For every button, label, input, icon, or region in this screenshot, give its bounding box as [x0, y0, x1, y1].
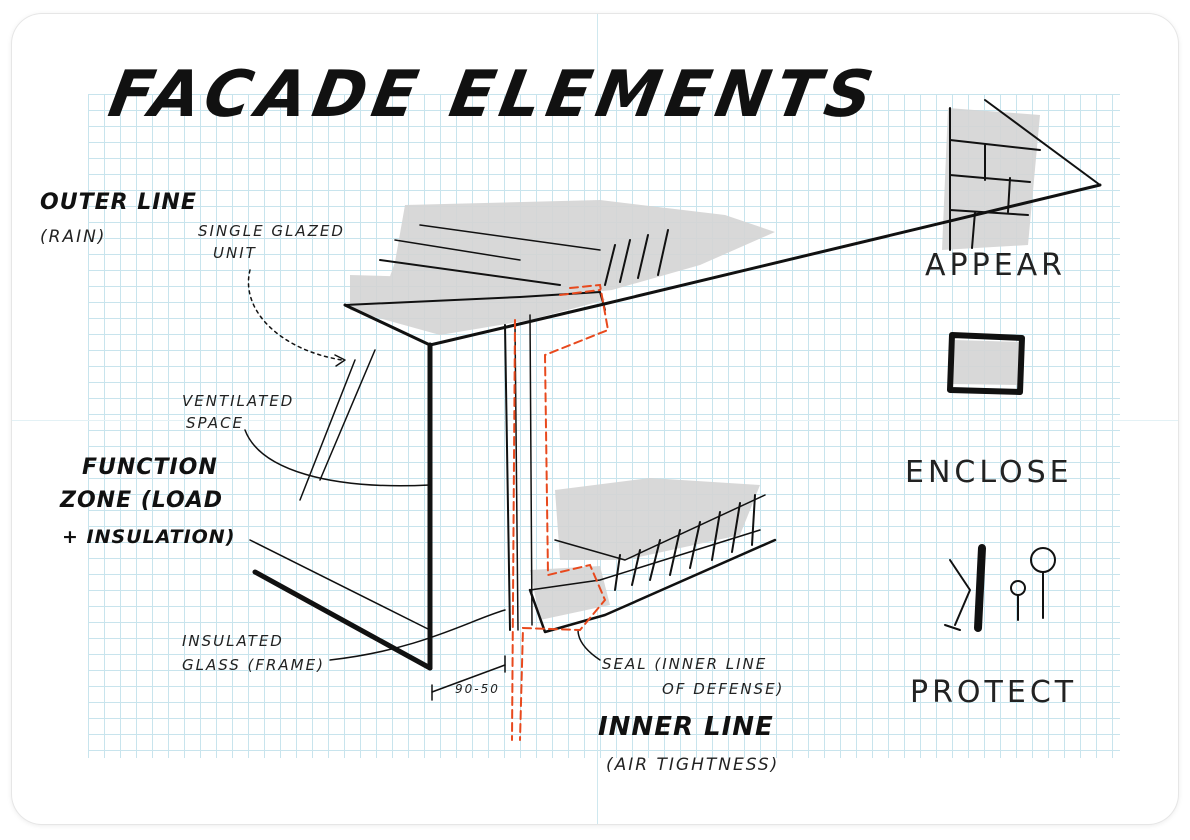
page-fold-vertical: [597, 14, 598, 824]
enclose-label: ENCLOSE: [905, 455, 1073, 490]
single-glazed-label-1: SINGLE GLAZED: [198, 222, 345, 240]
page-title: FACADE ELEMENTS: [103, 58, 885, 132]
page-fold-horizontal: [12, 420, 1178, 421]
ventilated-label-2: SPACE: [186, 414, 245, 432]
function-zone-label-3: + INSULATION): [62, 526, 236, 548]
function-zone-label-1: FUNCTION: [82, 455, 218, 480]
single-glazed-label-2: UNIT: [213, 244, 257, 262]
function-zone-label-2: ZONE (LOAD: [60, 488, 224, 513]
inner-line-sub: (AIR TIGHTNESS): [606, 755, 780, 775]
insulated-glass-label-2: GLASS (FRAME): [182, 656, 325, 674]
seal-label-1: SEAL (INNER LINE: [602, 655, 768, 673]
outer-line-sub: (RAIN): [40, 227, 107, 247]
protect-label: PROTECT: [910, 675, 1078, 710]
appear-label: APPEAR: [925, 248, 1067, 283]
dimension-label: 90-50: [455, 682, 500, 696]
insulated-glass-label-1: INSULATED: [182, 632, 284, 650]
seal-label-2: OF DEFENSE): [662, 680, 785, 698]
seal-line: [511, 283, 610, 741]
inner-line-label: INNER LINE: [598, 712, 774, 742]
ventilated-label-1: VENTILATED: [182, 392, 295, 410]
outer-line-label: OUTER LINE: [40, 190, 197, 215]
